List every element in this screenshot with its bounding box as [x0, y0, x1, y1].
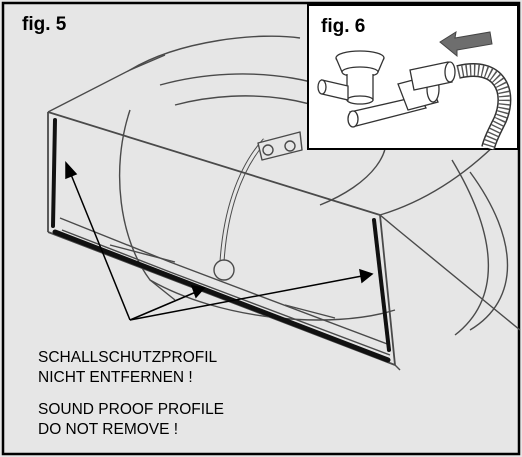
arrow-head-left: [65, 161, 78, 180]
tub-right-rim: [379, 139, 501, 216]
profile-right: [372, 218, 391, 352]
caption-en-line1: SOUND PROOF PROFILE: [38, 401, 224, 418]
arrow-line-right: [129, 275, 363, 321]
fig5-label: fig. 5: [22, 14, 67, 35]
caption-de-line1: SCHALLSCHUTZPROFIL: [38, 349, 218, 366]
basin-body: [118, 109, 396, 321]
tub-right-curve-inner: [451, 159, 489, 336]
frame-front-top: [47, 111, 381, 216]
frame-right-post: [379, 214, 396, 366]
tub-back-rim: [129, 35, 301, 71]
arrow-line-left: [69, 171, 131, 321]
caption-en-line2: DO NOT REMOVE !: [38, 421, 178, 438]
caption-de-line2: NICHT ENTFERNEN !: [38, 369, 193, 386]
drain-pipe-end: [346, 95, 374, 105]
hose-ribs: [456, 64, 510, 150]
drain-cap: [213, 259, 235, 281]
bathtub-drawing: [47, 35, 521, 371]
overflow-knob-left: [262, 144, 274, 156]
overflow-knob-right: [284, 140, 296, 152]
floor-line-front: [59, 217, 391, 346]
floor-support: [284, 304, 336, 319]
sound-proof-profile: [51, 118, 391, 363]
profile-left: [51, 118, 57, 228]
arrow-line-bottom: [129, 291, 197, 321]
trap-pipe-end: [347, 110, 359, 128]
frame-corner: [394, 364, 401, 371]
overflow-tube-inner: [220, 138, 267, 263]
profile-bottom: [52, 229, 391, 363]
fig6-label: fig. 6: [321, 16, 365, 37]
floor-line-inner: [109, 244, 176, 263]
basin-foot: [149, 279, 176, 301]
outlet-pipe-end: [444, 61, 456, 83]
tub-right-curve: [469, 171, 509, 331]
drain-assembly: [317, 50, 456, 128]
side-connector-left-end: [317, 79, 327, 95]
corrugated-hose: [456, 63, 512, 150]
frame-right-top: [379, 214, 521, 331]
pointer-arrows: [65, 161, 374, 321]
floor-line-back: [61, 229, 391, 356]
direction-arrow-icon: [439, 30, 493, 58]
fig6-inset: fig. 6: [307, 4, 519, 150]
arrow-head-right: [359, 268, 374, 284]
arrow-head-bottom: [190, 285, 206, 299]
